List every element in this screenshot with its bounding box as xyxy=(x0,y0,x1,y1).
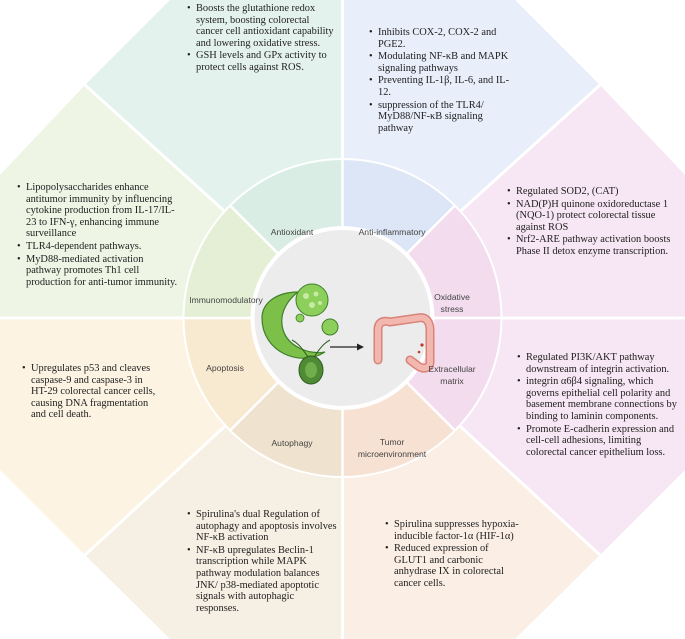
chlorella-icon xyxy=(295,283,339,336)
label-extracellular-matrix-line2: matrix xyxy=(440,376,464,386)
bullet-point: MyD88-mediated activation pathway promot… xyxy=(17,254,181,289)
bullet-point: Preventing IL-1β, IL-6, and IL-12. xyxy=(369,75,518,98)
bullet-point: Regulated PI3K/AKT pathway downstream of… xyxy=(517,352,684,375)
bullet-point: Promote E-cadherin expression and cell-c… xyxy=(517,424,684,459)
flagellate-cell-icon xyxy=(291,339,331,385)
label-anti-inflammatory: Anti-inflammatory xyxy=(359,227,427,237)
extracellular-matrix-text: Regulated PI3K/AKT pathway downstream of… xyxy=(516,352,684,459)
label-immunomodulatory: Immunomodulatory xyxy=(189,295,263,305)
colon-icon xyxy=(373,313,435,373)
bullet-point: TLR4-dependent pathways. xyxy=(17,241,181,253)
autophagy-text: Spirulina's dual Regulation of autophagy… xyxy=(186,509,338,615)
bullet-point: Nrf2-ARE pathway activation boosts Phase… xyxy=(507,234,674,257)
label-apoptosis: Apoptosis xyxy=(206,363,244,373)
anti-inflammatory-text: Inhibits COX-2, COX-2 and PGE2.Modulatin… xyxy=(368,27,518,135)
label-tumor-microenvironment-line1: Tumor xyxy=(380,437,405,447)
label-extracellular-matrix-line1: Extracellular xyxy=(428,364,475,374)
apoptosis-text: Upregulates p53 and cleaves caspase-9 an… xyxy=(21,363,161,422)
bullet-point: GSH levels and GPx activity to protect c… xyxy=(187,50,336,73)
spirulina-icon xyxy=(261,291,326,359)
bullet-point: Lipopolysaccharides enhance antitumor im… xyxy=(17,182,181,240)
label-autophagy: Autophagy xyxy=(271,438,313,448)
center-disk xyxy=(254,230,431,406)
immunomodulatory-text: Lipopolysaccharides enhance antitumor im… xyxy=(16,182,181,289)
bullet-point: integrin α6β4 signaling, which governs e… xyxy=(517,376,684,422)
bullet-point: Spirulina suppresses hypoxia-inducible f… xyxy=(385,519,524,542)
bullet-point: Upregulates p53 and cleaves caspase-9 an… xyxy=(22,363,161,421)
bullet-point: Reduced expression of GLUT1 and carbonic… xyxy=(385,543,524,589)
bullet-point: Spirulina's dual Regulation of autophagy… xyxy=(187,509,338,544)
bullet-point: Inhibits COX-2, COX-2 and PGE2. xyxy=(369,27,518,50)
tumor-microenvironment-text: Spirulina suppresses hypoxia-inducible f… xyxy=(384,519,524,591)
oxidative-stress-text: Regulated SOD2, (CAT)NAD(P)H quinone oxi… xyxy=(506,186,674,259)
bullet-point: Boosts the glutathione redox system, boo… xyxy=(187,3,336,49)
antioxidant-text: Boosts the glutathione redox system, boo… xyxy=(186,3,336,75)
bullet-point: suppression of the TLR4/ MyD88/NF-κB sig… xyxy=(369,100,518,135)
label-oxidative-stress-line1: Oxidative xyxy=(434,292,470,302)
bullet-point: Regulated SOD2, (CAT) xyxy=(507,186,674,198)
label-tumor-microenvironment-line2: microenvironment xyxy=(358,449,427,459)
arrow-icon xyxy=(330,343,364,351)
bullet-point: Modulating NF-κB and MAPK signaling path… xyxy=(369,51,518,74)
label-antioxidant: Antioxidant xyxy=(271,227,314,237)
bullet-point: NAD(P)H quinone oxidoreductase 1 (NQO-1)… xyxy=(507,199,674,234)
label-oxidative-stress-line2: stress xyxy=(441,304,464,314)
bullet-point: NF-κB upregulates Beclin-1 transcription… xyxy=(187,545,338,615)
